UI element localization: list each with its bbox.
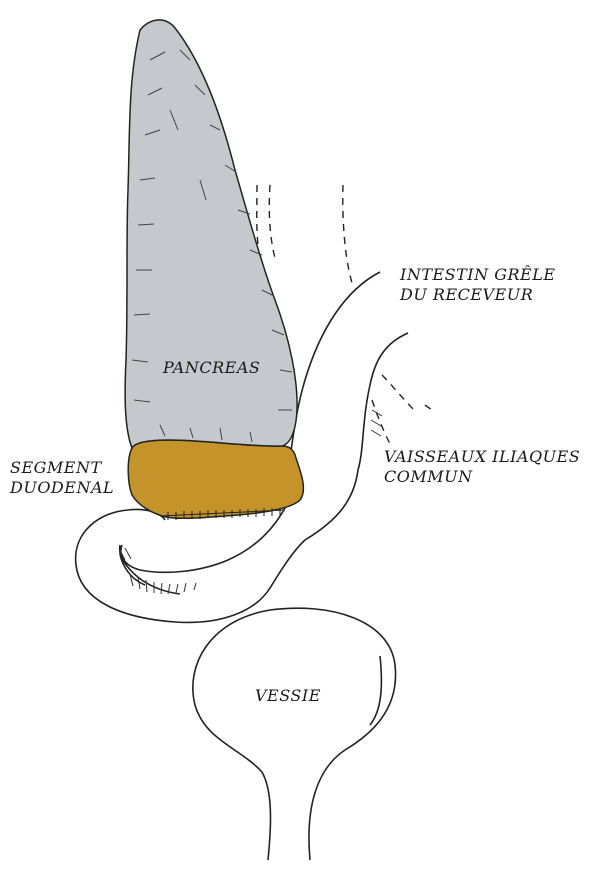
label-segment-line1: SEGMENT — [10, 458, 114, 478]
intestine-tubes — [290, 272, 408, 470]
label-vaisseaux: VAISSEAUX ILIAQUES COMMUN — [384, 447, 580, 487]
label-vaisseaux-line2: COMMUN — [384, 467, 580, 487]
duodenal-segment-shape — [128, 440, 303, 518]
label-vessie-text: VESSIE — [255, 686, 321, 705]
pancreas-shape — [125, 20, 297, 448]
bladder — [193, 608, 396, 860]
label-intestin-line2: DU RECEVEUR — [400, 285, 556, 305]
label-intestin: INTESTIN GRÊLE DU RECEVEUR — [400, 265, 556, 305]
label-segment: SEGMENT DUODENAL — [10, 458, 114, 498]
label-pancreas-text: PANCREAS — [163, 358, 260, 377]
label-intestin-line1: INTESTIN GRÊLE — [400, 265, 556, 285]
label-pancreas: PANCREAS — [163, 358, 260, 378]
label-vessie: VESSIE — [255, 686, 321, 706]
label-vaisseaux-line1: VAISSEAUX ILIAQUES — [384, 447, 580, 467]
label-segment-line2: DUODENAL — [10, 478, 114, 498]
